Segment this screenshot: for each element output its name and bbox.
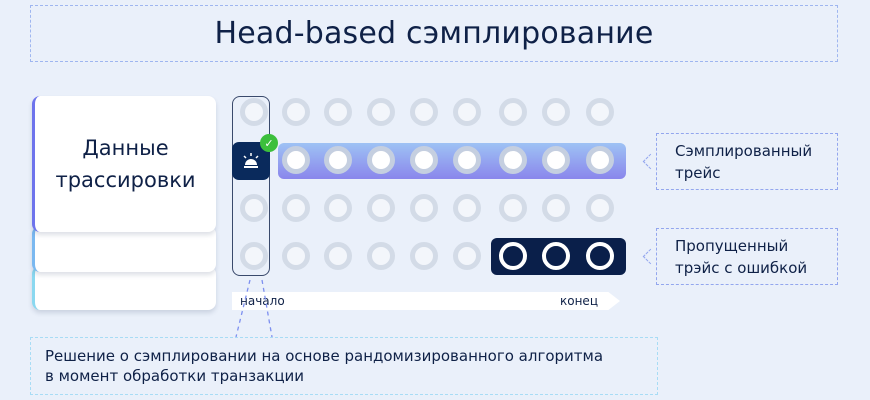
span-dot-idle	[240, 242, 268, 270]
trace-data-card: Данные трассировки	[32, 96, 216, 232]
card-line-2: трассировки	[55, 168, 196, 192]
span-dot-sampled	[586, 146, 614, 174]
span-dot-idle	[324, 98, 352, 126]
timeline-start-label: начало	[240, 294, 285, 308]
note-line-1: Решение о сэмплировании на основе рандом…	[45, 347, 604, 365]
callout-sampled-line-2: трейс	[675, 163, 721, 182]
span-dot-idle	[282, 242, 310, 270]
span-dot-idle	[453, 194, 481, 222]
span-dot-idle	[367, 194, 395, 222]
sampled-trace-callout: Сэмплированный трейс	[656, 133, 838, 190]
dropped-trace-callout: Пропущенный трэйс с ошибкой	[656, 228, 838, 285]
span-dot-error	[542, 242, 570, 270]
callout-dropped-line-2: трэйс с ошибкой	[675, 258, 808, 277]
span-dot-sampled	[542, 146, 570, 174]
span-dot-idle	[542, 194, 570, 222]
span-dot-sampled	[367, 146, 395, 174]
decision-column-box	[232, 96, 270, 276]
callout-sampled-line-1: Сэмплированный	[675, 141, 813, 160]
callout-dropped-line-1: Пропущенный	[675, 236, 789, 255]
title-box: Head-based сэмплирование	[30, 5, 838, 62]
span-dot-idle	[499, 98, 527, 126]
span-dot-idle	[324, 242, 352, 270]
span-dot-sampled	[324, 146, 352, 174]
span-dot-idle	[410, 242, 438, 270]
span-dot-idle	[240, 194, 268, 222]
span-dot-sampled	[410, 146, 438, 174]
check-icon: ✓	[260, 134, 278, 152]
span-dot-idle	[586, 194, 614, 222]
page-title: Head-based сэмплирование	[214, 16, 654, 51]
span-dot-sampled	[282, 146, 310, 174]
span-dot-idle	[367, 242, 395, 270]
span-dot-idle	[367, 98, 395, 126]
span-dot-error	[499, 242, 527, 270]
span-dot-idle	[453, 98, 481, 126]
card-line-1: Данные	[82, 136, 169, 160]
span-dot-idle	[410, 98, 438, 126]
span-dot-idle	[324, 194, 352, 222]
decision-note: Решение о сэмплировании на основе рандом…	[30, 337, 658, 395]
trace-card-stack-3	[32, 266, 216, 310]
timeline-end-label: конец	[560, 294, 598, 308]
span-dot-idle	[453, 242, 481, 270]
span-dot-idle	[282, 194, 310, 222]
bell-icon	[232, 142, 270, 180]
span-dot-sampled	[453, 146, 481, 174]
span-dot-idle	[410, 194, 438, 222]
span-dot-idle	[542, 98, 570, 126]
span-dot-idle	[499, 194, 527, 222]
span-dot-sampled	[499, 146, 527, 174]
span-dot-error	[586, 242, 614, 270]
span-dot-idle	[586, 98, 614, 126]
note-line-2: в момент обработки транзакции	[45, 367, 305, 385]
timeline-arrow: начало конец	[232, 292, 620, 310]
span-dot-idle	[282, 98, 310, 126]
trace-card-stack-2	[32, 226, 216, 272]
